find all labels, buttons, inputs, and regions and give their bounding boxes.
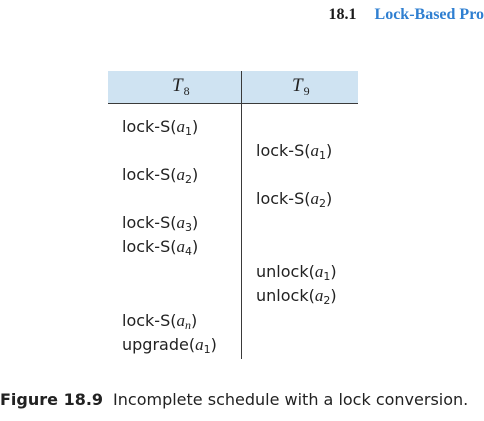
t9-op-lock-s-a1: lock-S(a1) <box>256 141 333 162</box>
t8-op-lock-s-a2: lock-S(a2) <box>122 165 199 186</box>
figure-caption: Figure 18.9 Incomplete schedule with a lo… <box>0 390 468 409</box>
t9-op-lock-s-a2: lock-S(a2) <box>256 189 333 210</box>
schedule-header-row: T8 T9 <box>108 71 358 104</box>
column-header-t8: T8 <box>172 75 190 98</box>
column-divider <box>241 71 242 359</box>
figure-caption-text: Incomplete schedule with a lock conversi… <box>113 390 469 409</box>
t9-op-unlock-a2: unlock(a2) <box>256 286 337 307</box>
section-number: 18.1 <box>328 6 357 23</box>
figure-label: Figure 18.9 <box>0 390 104 409</box>
section-title: Lock-Based Pro <box>374 6 484 23</box>
column-header-t9: T9 <box>292 75 310 98</box>
schedule-table: T8 T9 lock-S(a1) lock-S(a2) lock-S(a3) l… <box>108 71 358 361</box>
t8-op-lock-s-an: lock-S(an) <box>122 311 198 332</box>
running-header: 18.1 Lock-Based Pro <box>329 6 484 30</box>
t8-op-upgrade-a1: upgrade(a1) <box>122 335 217 356</box>
t8-op-lock-s-a1: lock-S(a1) <box>122 117 199 138</box>
t8-op-lock-s-a3: lock-S(a3) <box>122 213 199 234</box>
t8-op-lock-s-a4: lock-S(a4) <box>122 237 199 258</box>
t9-op-unlock-a1: unlock(a1) <box>256 262 337 283</box>
